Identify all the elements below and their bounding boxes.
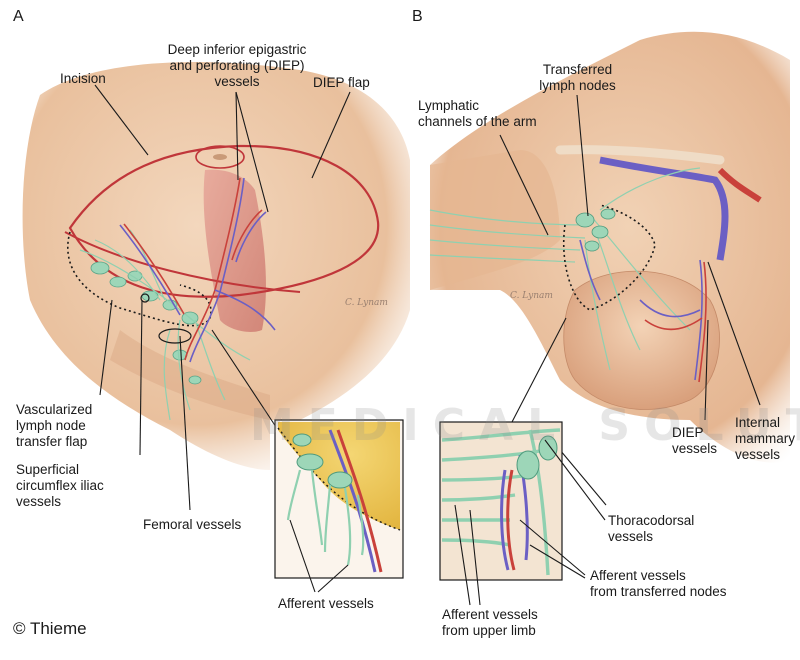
inset-b-lymphatics <box>441 428 561 576</box>
label-vascularized-flap: Vascularized lymph node transfer flap <box>16 402 93 449</box>
label-incision: Incision <box>60 71 106 86</box>
label-thoracodorsal: Thoracodorsal vessels <box>608 513 695 544</box>
vessels-b <box>579 239 707 383</box>
inset-a-nodes <box>292 433 353 489</box>
inset-b-nodes <box>516 435 558 480</box>
watermark: MEDICAL SOLUTIONS <box>250 400 800 451</box>
inset-a <box>274 419 404 593</box>
label-transferred-nodes: Transferred lymph nodes <box>539 62 616 93</box>
inset-a-lymphatics <box>286 469 365 566</box>
leader-lines-a <box>94 84 351 511</box>
signature-a: C. Lynam <box>345 298 388 308</box>
label-afferent-upper-limb: Afferent vessels from upper limb <box>442 607 538 638</box>
umbilicus <box>195 145 245 169</box>
umbilicus-center <box>213 154 227 160</box>
label-diep-flap: DIEP flap <box>313 75 370 90</box>
thigh-shadow <box>110 330 270 420</box>
clavicle <box>555 145 725 165</box>
transferred-flap-outline <box>562 204 656 311</box>
panel-a-letter: A <box>13 8 24 25</box>
label-lymphatic-channels: Lymphatic channels of the arm <box>418 98 537 129</box>
flap-lower-incision <box>64 231 301 293</box>
panel-b-anatomy <box>429 31 790 606</box>
scia-ring <box>158 328 192 344</box>
breast <box>563 270 720 410</box>
transferred-lymph-nodes-b <box>575 208 616 252</box>
inset-a-vessels <box>328 429 383 573</box>
label-diep-vessels-a: Deep inferior epigastric and perforating… <box>167 42 307 89</box>
diep-vessels-a <box>119 177 276 363</box>
leader-lines-b <box>499 94 761 506</box>
label-femoral: Femoral vessels <box>143 517 242 532</box>
copyright-notice: © Thieme <box>13 619 87 638</box>
inset-b <box>439 421 606 606</box>
label-scia: Superficial circumflex iliac vessels <box>16 462 104 509</box>
signature-b: C. Lynam <box>510 291 553 301</box>
label-diep-vessels-b: DIEP vessels <box>672 425 718 456</box>
thoracic-artery <box>717 167 762 203</box>
panel-a-anatomy <box>22 62 411 593</box>
label-afferent-transferred: Afferent vessels from transferred nodes <box>590 568 727 599</box>
panel-b-letter: B <box>412 8 423 25</box>
label-internal-mammary: Internal mammary vessels <box>735 415 795 462</box>
scia-ring-small <box>140 293 150 303</box>
inset-b-leaders <box>454 439 606 606</box>
subclavian-vein <box>599 156 729 261</box>
label-afferent-a: Afferent vessels <box>278 596 374 611</box>
